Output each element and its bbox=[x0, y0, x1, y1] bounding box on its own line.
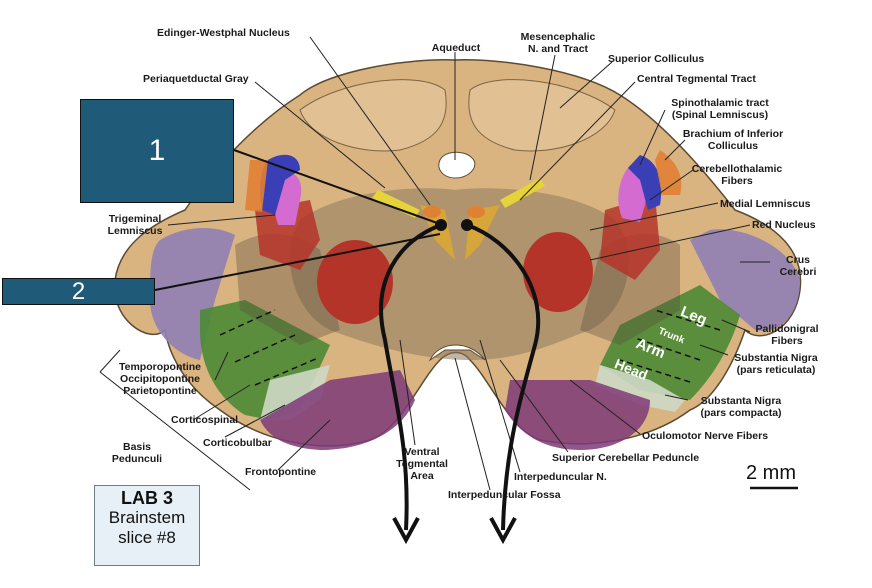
crus-cerebri-right bbox=[690, 229, 800, 331]
blue-lemniscus-right bbox=[628, 155, 662, 210]
leader-lines bbox=[99, 36, 770, 491]
label-pallidonigral: Pallidonigral Fibers bbox=[755, 323, 819, 347]
frontopontine-left bbox=[260, 370, 415, 450]
label-brachium: Brachium of Inferior Colliculus bbox=[682, 128, 784, 152]
label-red-nucleus: Red Nucleus bbox=[752, 219, 816, 231]
label-superior-colliculus: Superior Colliculus bbox=[608, 53, 705, 65]
label-edinger-westphal: Edinger-Westphal Nucleus bbox=[157, 27, 290, 39]
label-sn-reticulata: Substantia Nigra (pars reticulata) bbox=[734, 352, 818, 376]
label-aqueduct: Aqueduct bbox=[431, 42, 481, 54]
label-oculomotor-fibers: Oculomotor Nerve Fibers bbox=[642, 430, 769, 442]
pointer-2 bbox=[154, 233, 441, 291]
label-medial-lemniscus: Medial Lemniscus bbox=[720, 198, 811, 210]
lab-slice: slice #8 bbox=[118, 528, 176, 547]
label-corticospinal: Corticospinal bbox=[171, 414, 239, 426]
label-superior-cerebellar-peduncle: Superior Cerebellar Peduncle bbox=[552, 452, 700, 464]
descending-arrow-right bbox=[466, 223, 541, 531]
label-mesencephalic: Mesencephalic N. and Tract bbox=[520, 31, 596, 55]
label-trigeminal-lemniscus: Trigeminal Lemniscus bbox=[107, 213, 163, 237]
brachium-left bbox=[245, 160, 268, 212]
corticobulbar-right bbox=[595, 365, 685, 412]
label-sn-compacta: Substanta Nigra (pars compacta) bbox=[700, 395, 782, 419]
red-nucleus-right bbox=[523, 232, 593, 312]
mesencephalic-tract-left bbox=[372, 190, 420, 218]
label-crus-cerebri: Crus Cerebri bbox=[779, 254, 817, 278]
lab-subtitle: Brainstem bbox=[108, 508, 186, 527]
descending-arrow-left bbox=[379, 223, 442, 531]
corticospinal-right bbox=[600, 285, 740, 400]
label-cerebellothalamic: Cerebellothalamic Fibers bbox=[691, 163, 783, 187]
corticobulbar-left bbox=[260, 365, 330, 420]
label-vta: Ventral Tegmental Area bbox=[396, 446, 448, 482]
edinger-westphal-right bbox=[467, 206, 485, 218]
oculomotor-complex bbox=[420, 205, 500, 260]
label-temporopontine: Temporopontine Occipitopontine Parietopo… bbox=[118, 361, 202, 397]
spinal-lemniscus-pink-right bbox=[618, 165, 647, 222]
interpeduncular-fossa bbox=[428, 344, 486, 362]
trigeminal-lemniscus-red-left bbox=[255, 200, 320, 270]
label-frontopontine: Frontopontine bbox=[245, 466, 317, 478]
annotation-box-2: 2 bbox=[2, 278, 155, 305]
annotation-box-1: 1 bbox=[80, 99, 234, 203]
aqueduct bbox=[438, 151, 476, 179]
annotation-box-2-text: 2 bbox=[71, 277, 86, 305]
label-interpeduncular-fossa: Interpeduncular Fossa bbox=[448, 489, 561, 501]
label-interpeduncular-n: Interpeduncular N. bbox=[514, 471, 607, 483]
superior-colliculus-region-right bbox=[468, 79, 616, 152]
red-nucleus-left bbox=[317, 240, 393, 324]
trigeminal-lemniscus-red-right bbox=[600, 195, 660, 280]
label-central-tegmental: Central Tegmental Tract bbox=[637, 73, 756, 85]
substantia-nigra-left bbox=[235, 233, 340, 345]
label-spinothalamic: Spinothalamic tract (Spinal Lemniscus) bbox=[671, 97, 769, 121]
frontopontine-right bbox=[505, 380, 650, 450]
descending-arrow-right-head bbox=[489, 517, 517, 545]
edinger-westphal-left bbox=[423, 206, 441, 218]
superior-colliculus-region bbox=[299, 79, 447, 152]
lab-info-box: LAB 3 Brainstem slice #8 bbox=[94, 485, 200, 566]
label-basis-pedunculi: Basis Pedunculi bbox=[111, 441, 163, 465]
descending-arrow-left-head bbox=[392, 517, 420, 545]
pointer-1 bbox=[233, 149, 441, 225]
annotation-box-1-text: 1 bbox=[148, 134, 166, 167]
lab-title: LAB 3 bbox=[120, 488, 173, 508]
label-periaqueductal-gray: Periaquetductal Gray bbox=[143, 73, 249, 85]
scale-bar-label: 2 mm bbox=[746, 462, 796, 484]
somatotopy-lines bbox=[219, 309, 721, 386]
label-corticobulbar: Corticobulbar bbox=[203, 437, 272, 449]
brachium-right bbox=[655, 150, 682, 195]
crus-cerebri-left bbox=[150, 228, 235, 360]
